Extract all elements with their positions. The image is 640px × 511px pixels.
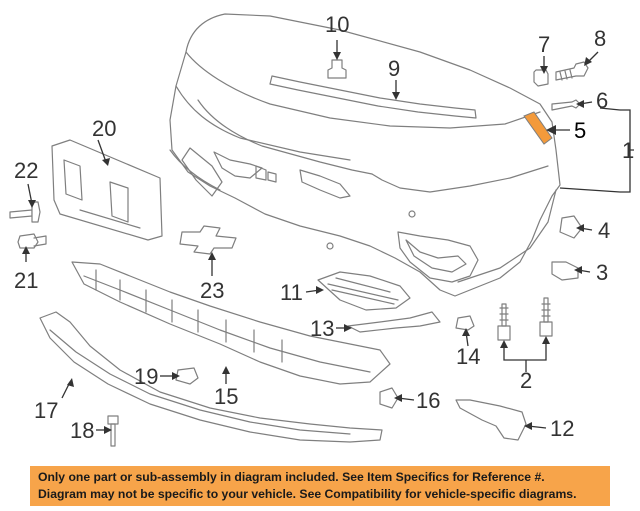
callout-7: 7	[538, 32, 550, 57]
callout-19: 19	[134, 364, 158, 389]
retainer-3	[551, 261, 579, 281]
callout-9: 9	[388, 56, 400, 81]
lower-valance-17	[39, 311, 383, 443]
callout-1: 1	[622, 138, 634, 163]
disclaimer-line-2: Diagram may not be specific to your vehi…	[38, 487, 577, 501]
disclaimer-line-1: Only one part or sub-assembly in diagram…	[38, 470, 545, 484]
strip-13	[347, 311, 441, 333]
bolt-21	[17, 233, 47, 249]
clip-16	[379, 387, 399, 409]
grille-11	[317, 271, 411, 311]
emblem-23	[179, 225, 237, 255]
bracket-4	[559, 215, 583, 239]
insert-highlight	[523, 111, 553, 145]
callout-5: 5	[574, 118, 586, 143]
callout-13: 13	[310, 316, 334, 341]
bolt-8	[555, 61, 589, 81]
bolts-2	[497, 297, 553, 341]
callout-17: 17	[34, 398, 58, 423]
callout-8: 8	[594, 26, 606, 51]
callout-3: 3	[596, 260, 608, 285]
upper-molding	[269, 75, 477, 119]
bezel-12	[455, 399, 527, 441]
license-bracket-20	[51, 139, 163, 241]
clip-14	[455, 315, 475, 331]
bumper-cover	[169, 13, 561, 297]
callout-20: 20	[92, 116, 116, 141]
callout-16: 16	[416, 388, 440, 413]
callout-15: 15	[214, 384, 238, 409]
callout-14: 14	[456, 344, 480, 369]
nut-7	[533, 69, 549, 87]
lower-grille-15	[71, 261, 391, 385]
disclaimer-banner: Only one part or sub-assembly in diagram…	[30, 466, 610, 506]
callout-10: 10	[325, 12, 349, 37]
callout-11: 11	[280, 280, 303, 305]
callout-12: 12	[550, 416, 574, 441]
screw-22	[9, 201, 41, 223]
push-pin-6	[551, 99, 581, 111]
callout-2: 2	[520, 368, 532, 393]
callout-6: 6	[596, 88, 608, 113]
arrowheads	[22, 52, 592, 434]
clip-19	[175, 367, 199, 385]
callout-4: 4	[598, 218, 610, 243]
callout-numbers: 10 9 7 8 6 5 1 4 3 2 14 13 11 20 22 21 2…	[14, 12, 634, 443]
callout-18: 18	[70, 418, 94, 443]
callout-23: 23	[200, 278, 224, 303]
bolt-18	[107, 415, 119, 447]
callout-22: 22	[14, 158, 38, 183]
leader-lines	[25, 40, 634, 431]
callout-21: 21	[14, 268, 38, 293]
